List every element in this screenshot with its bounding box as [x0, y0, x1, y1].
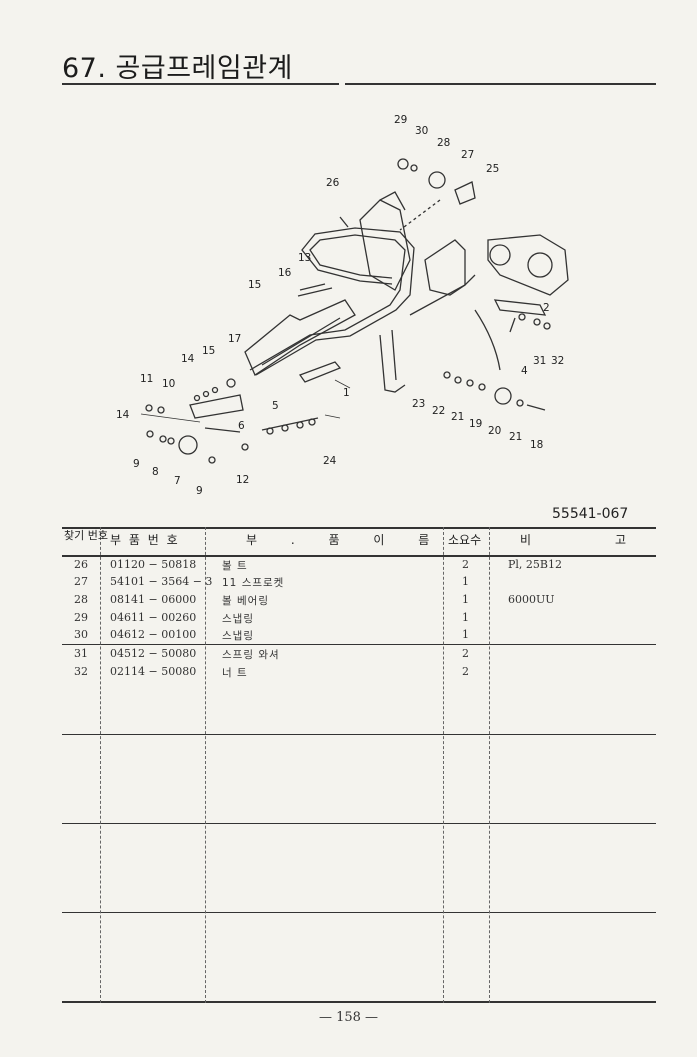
callout-label: 15 [248, 279, 261, 291]
callout-label: 22 [432, 405, 445, 417]
row-part-name: 스냅링 [222, 613, 254, 625]
callout-label: 9 [196, 485, 203, 497]
row-part-name: 너 트 [222, 667, 248, 679]
parts-table: 찾기 번호 부 품 번 호 부 . 품 이 름 소요수 비 고 26 01120… [62, 527, 656, 1003]
column-divider [205, 527, 206, 1003]
row-part-no: 01120 − 50818 [110, 558, 197, 571]
row-find-no: 26 [74, 558, 88, 571]
column-divider [489, 527, 490, 1003]
callout-label: 20 [488, 425, 501, 437]
callout-label: 14 [116, 409, 130, 421]
header-part-name: 부 . 품 이 름 [246, 533, 430, 547]
table-group-rule [62, 734, 656, 735]
row-qty: 1 [462, 593, 469, 606]
row-part-name: 스냅링 [222, 630, 254, 642]
row-part-no: 04612 − 00100 [110, 628, 197, 641]
table-group-rule [62, 644, 656, 645]
callout-label: 5 [272, 400, 279, 412]
column-divider [443, 527, 444, 1003]
row-qty: 1 [462, 611, 469, 624]
row-part-no: 04611 − 00260 [110, 611, 197, 624]
row-part-no: 02114 − 50080 [110, 665, 197, 678]
header-part-no: 부 품 번 호 [110, 533, 180, 547]
title-rule [62, 83, 656, 85]
callout-label: 26 [326, 177, 340, 189]
row-part-name: 볼 베어링 [222, 595, 269, 607]
callout-label: 13 [298, 252, 311, 264]
header-find-no: 찾기 번호 [64, 529, 108, 542]
callout-label: 2 [543, 302, 550, 314]
callout-label: 15 [202, 345, 215, 357]
row-qty: 2 [462, 665, 469, 678]
callout-label: 28 [437, 137, 450, 149]
row-part-no: 54101 − 3564 − 3 [110, 575, 213, 588]
callout-label: 29 [394, 114, 407, 126]
row-qty: 1 [462, 575, 469, 588]
row-part-no: 04512 − 50080 [110, 647, 197, 660]
row-remarks: Pl, 25B12 [508, 558, 562, 571]
column-divider [100, 527, 101, 1003]
table-bottom-rule [62, 1001, 656, 1003]
row-find-no: 30 [74, 628, 88, 641]
callout-label: 18 [530, 439, 543, 451]
callout-label: 8 [152, 466, 159, 478]
row-qty: 2 [462, 558, 469, 571]
row-part-no: 08141 − 06000 [110, 593, 197, 606]
row-remarks: 6000UU [508, 593, 555, 606]
page-title: 67. 공급프레임관계 [62, 53, 293, 84]
callout-label: 19 [469, 418, 482, 430]
callout-label: 4 [521, 365, 528, 377]
row-find-no: 27 [74, 575, 88, 588]
row-part-name: 스프링 와셔 [222, 649, 280, 661]
table-header-rule [62, 555, 656, 557]
callout-label: 14 [181, 353, 195, 365]
callout-label: 7 [174, 475, 181, 487]
callout-label: 1 [343, 387, 350, 399]
table-group-rule [62, 912, 656, 913]
callout-label: 25 [486, 163, 499, 175]
callout-label: 21 [451, 411, 464, 423]
row-find-no: 29 [74, 611, 88, 624]
callout-label: 23 [412, 398, 425, 410]
callout-label: 6 [238, 420, 245, 432]
callout-label: 12 [236, 474, 249, 486]
callout-label: 31 [533, 355, 546, 367]
diagram-code: 55541-067 [552, 506, 629, 522]
callout-label: 10 [162, 378, 175, 390]
header-remarks-2: 고 [615, 533, 627, 547]
row-qty: 2 [462, 647, 469, 660]
row-part-name: 11 스프로켓 [222, 577, 285, 589]
callout-label: 27 [461, 149, 474, 161]
callout-label: 30 [415, 125, 428, 137]
exploded-parts-diagram: 29 30 28 27 25 26 13 16 15 17 14 15 11 1… [116, 114, 569, 497]
row-part-name: 볼 트 [222, 560, 248, 572]
callout-label: 9 [133, 458, 140, 470]
callout-label: 16 [278, 267, 292, 279]
row-find-no: 31 [74, 647, 88, 660]
table-group-rule [62, 823, 656, 824]
row-find-no: 28 [74, 593, 88, 606]
page-number: — 158 — [318, 1010, 379, 1025]
callout-label: 17 [228, 333, 241, 345]
table-top-rule [62, 527, 656, 529]
title-rule-gap [339, 82, 345, 86]
row-find-no: 32 [74, 665, 88, 678]
callout-label: 21 [509, 431, 522, 443]
callout-label: 24 [323, 455, 337, 467]
callout-label: 11 [140, 373, 153, 385]
callout-label: 32 [551, 355, 564, 367]
header-remarks-1: 비 [520, 533, 532, 547]
header-qty: 소요수 [448, 533, 482, 547]
row-qty: 1 [462, 628, 469, 641]
